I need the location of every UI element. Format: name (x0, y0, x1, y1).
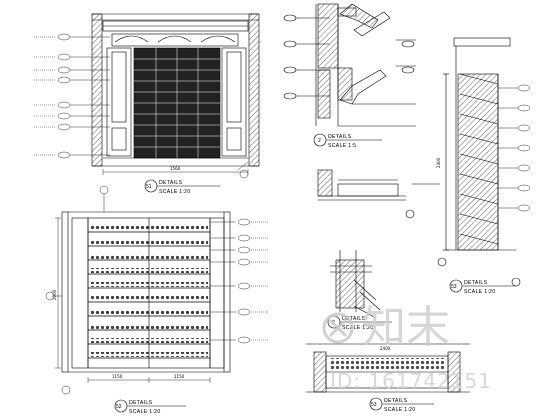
detail-caption-53a: 53 DETAILS SCALE 1:20 (449, 279, 516, 295)
detail-scale: SCALE 1:20 (342, 325, 374, 331)
dimension-e-width: 2400 (380, 346, 391, 351)
detail-number: 52 (116, 404, 122, 410)
dimension-a-total: 1560 (170, 166, 181, 171)
elevation-a-dimension (102, 169, 249, 175)
elevation-b-callouts (45, 185, 268, 395)
detail-caption-2a: 2 DETAILS SCALE 1:5 (313, 133, 382, 149)
section-53-leaders (498, 84, 531, 212)
detail-title: DETAILS (464, 280, 488, 286)
elevation-a-rack-grid (134, 48, 220, 158)
detail-title: DETAILS (159, 180, 183, 186)
detail-scale: SCALE 1:20 (464, 289, 496, 295)
watermark-logo-text: 知末 (362, 302, 450, 353)
dimension-c-height: 2000 (52, 289, 57, 300)
detail-title: DETAILS (384, 398, 408, 404)
detail-scale: SCALE 1:20 (129, 409, 161, 415)
elevation-b-shelves (88, 231, 210, 359)
detail-caption-53b: 53 DETAILS SCALE 1:20 (369, 397, 434, 413)
elevation-b-dimensions (55, 217, 211, 383)
elevation-a-callouts (34, 33, 249, 179)
detail-scale: SCALE 1:20 (159, 189, 191, 195)
dimension-d-height: 2400 (436, 157, 441, 168)
detail-title: DETAILS (342, 316, 366, 322)
dimension-b-left: 1150 (112, 374, 123, 379)
detail-title: DETAILS (129, 400, 153, 406)
plan-view-bottles (330, 358, 444, 370)
plan-view-rack (306, 343, 470, 393)
detail-number: 2 (318, 138, 321, 144)
section-2b-detail (330, 250, 381, 319)
section-2-detail (283, 3, 440, 219)
watermark-logo-icon (322, 312, 354, 344)
detail-caption-51: 51 DETAILS SCALE 1:20 (144, 179, 220, 195)
detail-caption-52: 52 DETAILS SCALE 1:20 (114, 399, 186, 415)
detail-number: 53 (371, 402, 377, 408)
detail-scale: SCALE 1:5 (328, 143, 356, 149)
section-53-rack (437, 37, 521, 287)
detail-number: 53 (451, 284, 457, 290)
dimension-b-right: 1150 (174, 374, 185, 379)
watermark-id: ID: 161742151 (330, 369, 492, 393)
elevation-b-bottles (90, 226, 208, 357)
detail-number: 51 (146, 184, 152, 190)
detail-scale: SCALE 1:20 (384, 407, 416, 413)
detail-title: DETAILS (328, 134, 352, 140)
